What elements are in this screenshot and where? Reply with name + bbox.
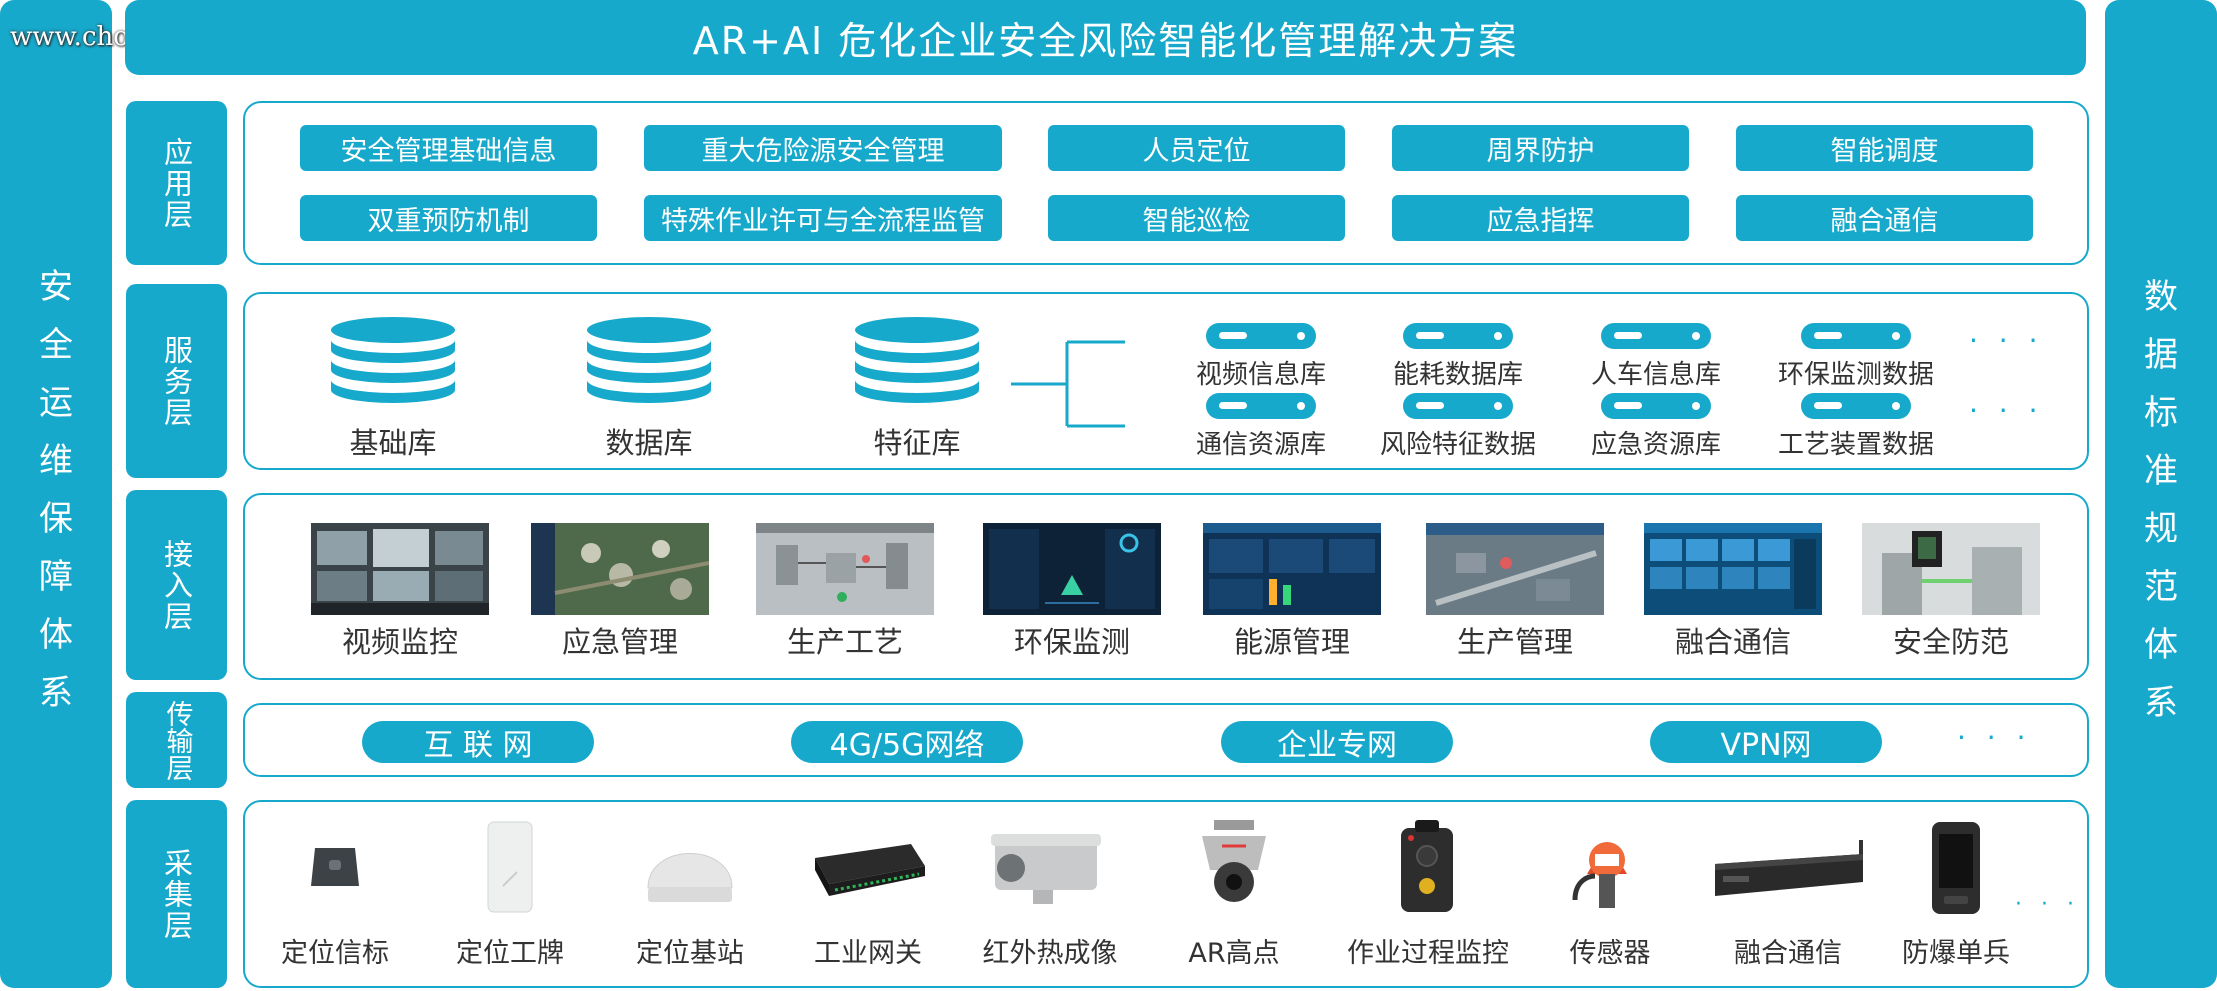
- left-side-label: 安 全 运 维 保 障 体 系: [39, 267, 73, 713]
- badge-icon: [485, 820, 535, 920]
- more-dots: · · ·: [1969, 394, 2044, 427]
- collect-item-ar: AR高点: [1188, 938, 1280, 969]
- gateway-icon: [807, 840, 929, 908]
- lib-people-vehicle: 人车信息库: [1590, 360, 1721, 390]
- access-item-video: 视频监控: [341, 625, 458, 659]
- more-dots: · · ·: [1957, 721, 2032, 754]
- connector-bracket: [1011, 334, 1131, 438]
- app-item-emergency-command[interactable]: 应急指挥: [1392, 195, 1689, 241]
- collect-item-badge: 定位工牌: [456, 938, 564, 969]
- access-item-process: 生产工艺: [786, 625, 903, 659]
- server-icon: [1800, 322, 1912, 354]
- video-wall-thumbnail: [311, 523, 489, 615]
- collect-item-sensor: 传感器: [1569, 938, 1651, 969]
- security-gate-thumbnail: [1862, 523, 2040, 615]
- beacon-icon: [307, 838, 363, 902]
- net-4g5g[interactable]: 4G/5G网络: [791, 721, 1023, 763]
- more-dots: · · ·: [2015, 892, 2080, 917]
- data-standard-system-bar: 数 据 标 准 规 范 体 系: [2105, 0, 2217, 988]
- lib-video: 视频信息库: [1195, 360, 1326, 390]
- app-item-perimeter[interactable]: 周界防护: [1392, 125, 1689, 171]
- base-station-icon: [644, 830, 736, 912]
- lib-comm-resource: 通信资源库: [1195, 430, 1326, 460]
- layer-label-access: 接入层: [126, 490, 227, 680]
- comm-server-icon: [1713, 840, 1867, 904]
- right-side-label: 数 据 标 准 规 范 体 系: [2144, 277, 2178, 723]
- lib-env-monitor: 环保监测数据: [1777, 360, 1934, 390]
- server-icon: [1600, 392, 1712, 424]
- service-layer-panel: 基础库 数据库 特征库 视频信息库 能耗数据库 人车信息库 环保监测数据 · ·…: [243, 292, 2089, 470]
- app-item-patrol[interactable]: 智能巡检: [1048, 195, 1345, 241]
- app-item-major-hazard[interactable]: 重大危险源安全管理: [644, 125, 1002, 171]
- access-item-production: 生产管理: [1456, 625, 1573, 659]
- server-icon: [1600, 322, 1712, 354]
- transport-layer-panel: 互 联 网 4G/5G网络 企业专网 VPN网 · · ·: [243, 703, 2089, 777]
- access-item-energy: 能源管理: [1233, 625, 1350, 659]
- lib-emergency-resource: 应急资源库: [1590, 430, 1721, 460]
- db-label-feature: 特征库: [873, 426, 961, 460]
- db-label-data: 数据库: [605, 426, 693, 460]
- sensor-icon: [1565, 830, 1649, 918]
- ar-camera-icon: [1192, 820, 1276, 920]
- page-title: AR+AI 危化企业安全风险智能化管理解决方案: [125, 0, 2086, 75]
- more-dots: · · ·: [1969, 324, 2044, 357]
- process-diagram-thumbnail: [756, 523, 934, 615]
- collect-layer-panel: 定位信标 定位工牌 定位基站 工业网关 红外热成像 AR高点 作业过程监控 传感…: [243, 800, 2089, 988]
- server-icon: [1205, 322, 1317, 354]
- app-layer-panel: 安全管理基础信息 重大危险源安全管理 人员定位 周界防护 智能调度 双重预防机制…: [243, 101, 2089, 265]
- energy-dashboard-thumbnail: [1203, 523, 1381, 615]
- server-icon: [1402, 392, 1514, 424]
- net-vpn[interactable]: VPN网: [1650, 721, 1882, 763]
- layer-label-collect: 采集层: [126, 800, 227, 988]
- server-icon: [1402, 322, 1514, 354]
- db-label-basic: 基础库: [349, 426, 437, 460]
- database-icon: [329, 316, 457, 416]
- collect-item-beacon: 定位信标: [281, 938, 389, 969]
- access-item-comm: 融合通信: [1674, 625, 1791, 659]
- access-item-security: 安全防范: [1892, 625, 2009, 659]
- net-internet[interactable]: 互 联 网: [362, 721, 594, 763]
- server-icon: [1800, 392, 1912, 424]
- app-item-dispatch[interactable]: 智能调度: [1736, 125, 2033, 171]
- layer-label-transport: 传输层: [126, 692, 227, 788]
- access-item-env: 环保监测: [1013, 625, 1130, 659]
- lib-energy: 能耗数据库: [1392, 360, 1523, 390]
- collect-item-base-station: 定位基站: [636, 938, 744, 969]
- access-layer-panel: 视频监控 应急管理 生产工艺 环保监测 能源管理 生产管理 融合通信 安全防范: [243, 493, 2089, 680]
- bodycam-icon: [1397, 820, 1457, 920]
- lib-risk-feature: 风险特征数据: [1379, 430, 1536, 460]
- collect-item-phone: 防爆单兵: [1902, 938, 2010, 969]
- comm-dashboard-thumbnail: [1644, 523, 1822, 615]
- database-icon: [853, 316, 981, 416]
- collect-item-thermal: 红外热成像: [982, 938, 1118, 969]
- app-item-special-work[interactable]: 特殊作业许可与全流程监管: [644, 195, 1002, 241]
- net-private[interactable]: 企业专网: [1221, 721, 1453, 763]
- server-icon: [1205, 392, 1317, 424]
- lib-process-device: 工艺装置数据: [1777, 430, 1934, 460]
- collect-item-process-monitor: 作业过程监控: [1347, 938, 1509, 969]
- env-dashboard-thumbnail: [983, 523, 1161, 615]
- layer-label-app: 应用层: [126, 101, 227, 265]
- app-item-personnel-location[interactable]: 人员定位: [1048, 125, 1345, 171]
- layer-label-service: 服务层: [126, 284, 227, 478]
- production-aerial-thumbnail: [1426, 523, 1604, 615]
- app-item-dual-prevention[interactable]: 双重预防机制: [300, 195, 597, 241]
- app-item-converged-comm[interactable]: 融合通信: [1736, 195, 2033, 241]
- emergency-map-thumbnail: [531, 523, 709, 615]
- rugged-phone-icon: [1928, 820, 1984, 920]
- app-item-safety-basic-info[interactable]: 安全管理基础信息: [300, 125, 597, 171]
- access-item-emergency: 应急管理: [561, 625, 678, 659]
- thermal-camera-icon: [987, 828, 1109, 912]
- safety-ops-system-bar: 安 全 运 维 保 障 体 系: [0, 0, 112, 988]
- collect-item-comm: 融合通信: [1734, 938, 1842, 969]
- collect-item-gateway: 工业网关: [814, 938, 922, 969]
- database-icon: [585, 316, 713, 416]
